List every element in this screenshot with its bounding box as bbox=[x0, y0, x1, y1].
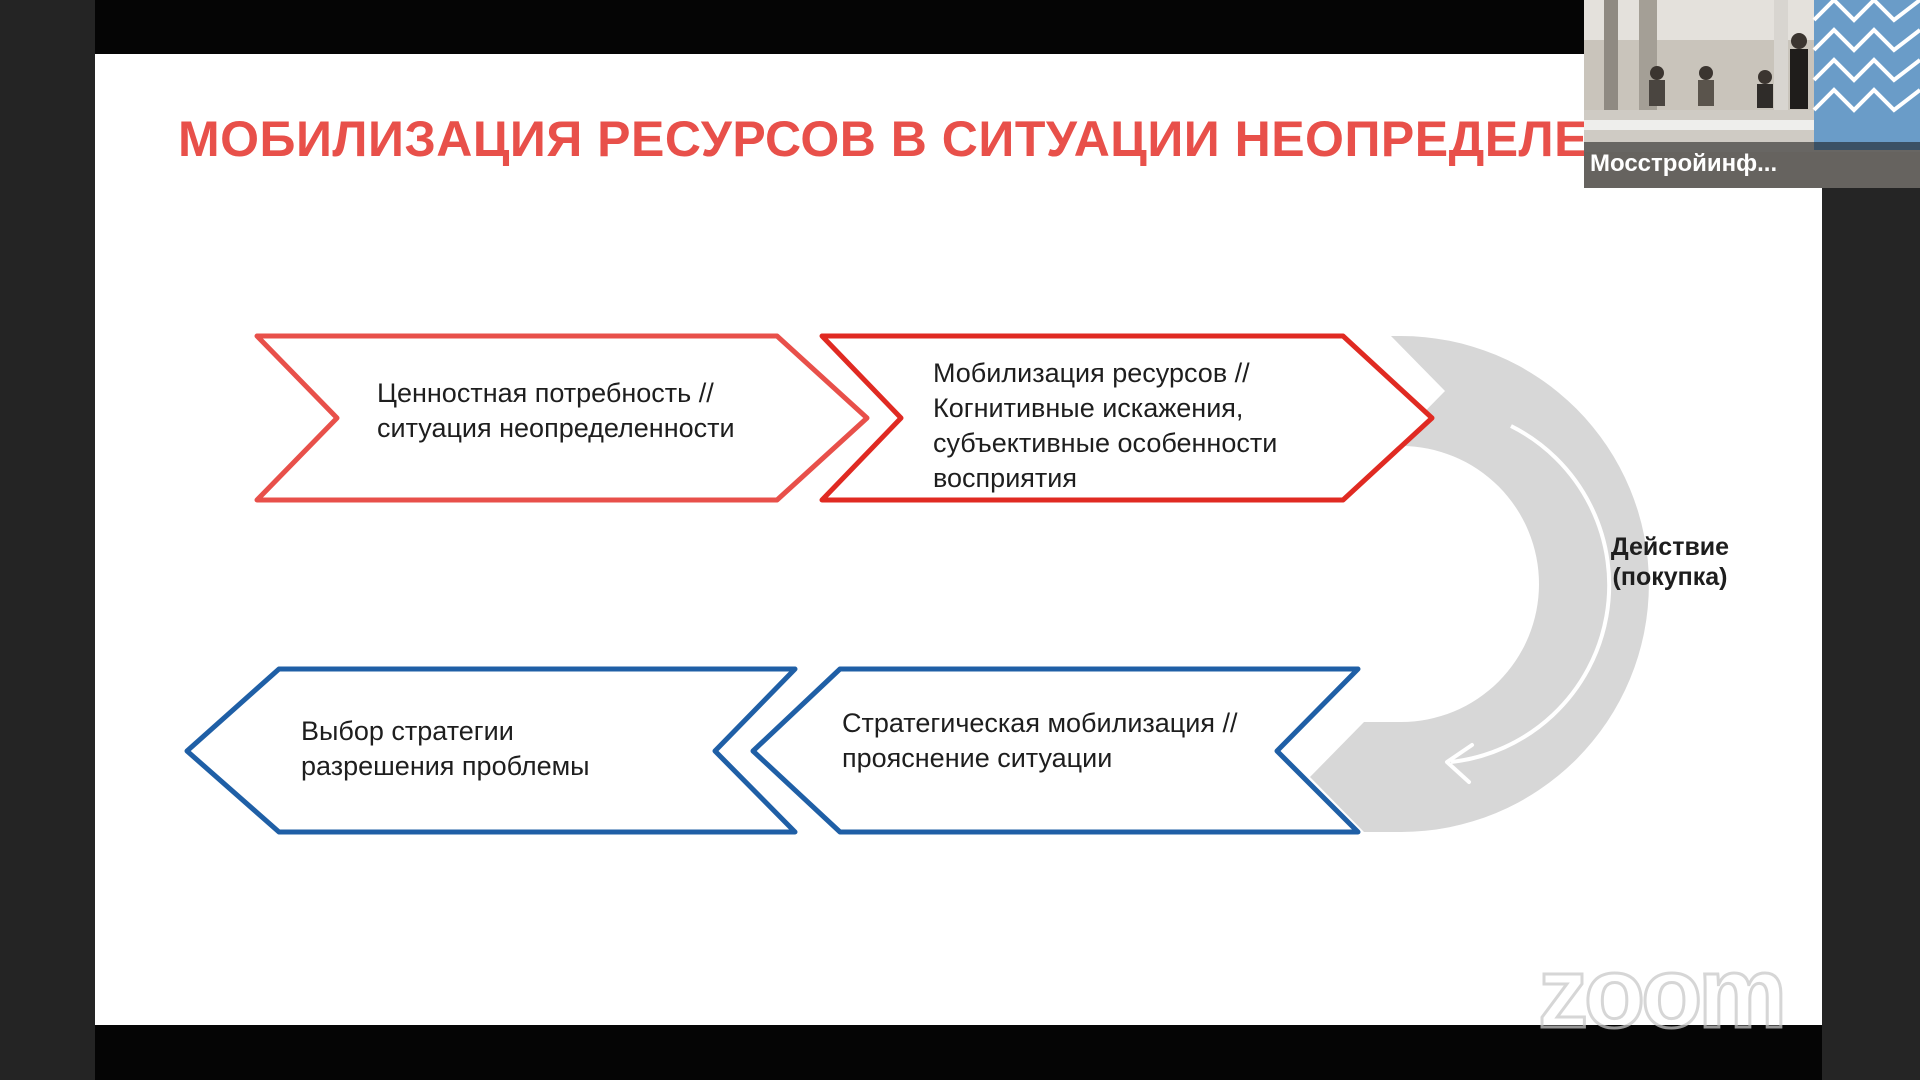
step-2-text: Мобилизация ресурсов // Когнитивные иска… bbox=[933, 356, 1277, 496]
action-label: Действие (покупка) bbox=[1580, 532, 1760, 592]
participant-video-tile[interactable]: Мосстройинф... bbox=[1584, 0, 1920, 188]
top-letterbox bbox=[95, 0, 1822, 54]
step-1-text: Ценностная потребность // ситуация неопр… bbox=[377, 376, 735, 446]
process-diagram bbox=[95, 54, 1822, 1025]
zoom-watermark: zoom bbox=[1538, 936, 1783, 1051]
shared-slide: МОБИЛИЗАЦИЯ РЕСУРСОВ В СИТУАЦИИ НЕОПРЕДЕ… bbox=[95, 54, 1822, 1025]
left-letterbox bbox=[0, 0, 95, 1080]
participant-name: Мосстройинф... bbox=[1590, 150, 1777, 178]
step-3-text: Стратегическая мобилизация // прояснение… bbox=[842, 706, 1237, 776]
participant-name-bar: Мосстройинф... bbox=[1584, 142, 1920, 188]
step-4-text: Выбор стратегии разрешения проблемы bbox=[301, 714, 590, 784]
